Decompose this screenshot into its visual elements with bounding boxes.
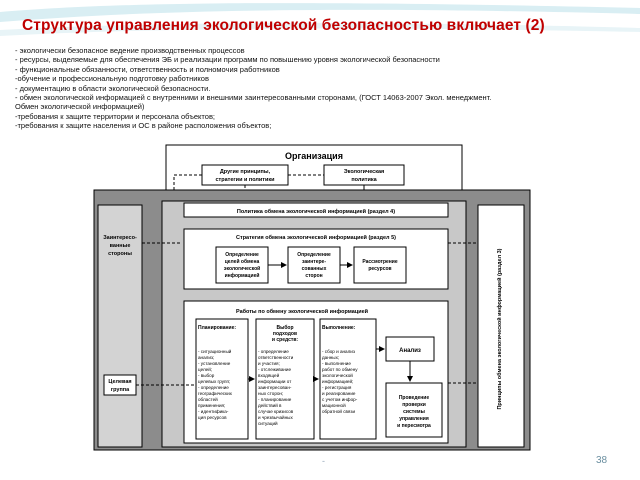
planning-item: - определение [198, 385, 229, 390]
planning-item: географических [198, 391, 233, 396]
organization-label: Организация [285, 151, 343, 161]
execution-item: - выполнение [322, 361, 351, 366]
stakeholders-column [97, 204, 143, 448]
approach-title: Выбор [276, 324, 293, 331]
execution-item: с учетом инфор- [322, 397, 358, 402]
stakeholders-line: ванные [110, 243, 131, 249]
execution-item: обратной связи [322, 408, 356, 414]
approach-item: заинтересован- [258, 385, 292, 390]
stakeholders-line: Заинтересо- [103, 235, 137, 241]
eco-policy-line: политика [351, 177, 377, 183]
planning-title: Планирование: [198, 325, 236, 331]
approach-column [255, 318, 315, 440]
execution-item: - сбор и анализ [322, 349, 355, 354]
planning-item: целевых групп; [198, 379, 230, 384]
strategy-item-resources [353, 246, 407, 284]
execution-item: мационной [322, 402, 346, 408]
execution-item: экологической [322, 372, 353, 378]
bullet-list: - экологически безопасное ведение произв… [15, 46, 635, 131]
execution-item: информацией; [322, 378, 353, 384]
strategy-item-line: Рассмотрение [362, 259, 398, 265]
bullet-item: -требования к защите территории и персон… [15, 111, 216, 121]
approach-item: - определение [258, 349, 289, 354]
approach-item: - отслеживание [258, 367, 291, 372]
planning-item: применения; [198, 403, 225, 408]
strategy-item-line: Определение [225, 252, 259, 258]
page-number: 38 [596, 455, 608, 466]
planning-item: - ситуационный [198, 348, 232, 354]
review-line: управления [399, 416, 429, 422]
planning-item: целей; [198, 366, 212, 372]
approach-item: и участия; [258, 361, 280, 366]
bullet-item: -требования к защите населения и ОС в ра… [15, 121, 272, 131]
approach-item: действий в [258, 402, 282, 408]
work-label: Работы по обмену экологической информаци… [236, 308, 368, 315]
stakeholders-line: стороны [108, 251, 132, 257]
planning-item: - идентифика- [198, 409, 229, 414]
eco-policy-line: Экологическая [344, 169, 385, 175]
planning-item: - установление [198, 361, 231, 366]
policy-row [183, 202, 449, 218]
bullet-item: - функциональные обязанности, ответствен… [15, 64, 280, 74]
bullet-item: Обмен экологической информацией) [15, 102, 145, 112]
approach-item: - планирование [258, 397, 292, 402]
strategy-item-line: экологической [224, 265, 260, 272]
bullet-item: - документацию в области экологической б… [15, 83, 211, 93]
connector-dashed [173, 174, 202, 190]
bullet-item: - обмен экологической информацией с внут… [15, 93, 492, 103]
planning-item: анализ; [198, 355, 214, 360]
review-box [385, 382, 443, 438]
execution-item: и реагирование [322, 391, 356, 396]
review-line: проверки [402, 402, 426, 408]
bullet-item: -обучение и профессиональную подготовку … [15, 74, 209, 84]
principles-vertical-label: Принципы обмена экологической информацие… [496, 248, 503, 409]
execution-column [319, 318, 377, 440]
execution-item: данных; [322, 355, 339, 360]
approach-item: информации от [258, 379, 292, 384]
strategy-item-line: заинтере- [302, 259, 326, 265]
strategy-item-line: ресурсов [368, 266, 391, 272]
approach-item: ответственности [258, 355, 294, 360]
other-principles-line: Другие принципы, [220, 169, 271, 175]
policy-label: Политика обмена экологической информацие… [237, 208, 395, 215]
target-group-line: Целевая [108, 379, 131, 385]
review-line: и пересмотра [397, 423, 431, 429]
execution-item: - регистрация [322, 385, 352, 390]
eco-info-exchange-diagram: Организация Другие принципы, стратегии и… [93, 144, 531, 451]
other-principles-line: стратегии и политики [215, 177, 274, 183]
analysis-box [385, 336, 435, 362]
approach-item: случае кризисов [258, 409, 294, 414]
approach-item: ситуаций [258, 420, 278, 426]
strategy-label: Стратегия обмена экологической информаци… [236, 234, 396, 241]
execution-item: работ по обмену [322, 367, 358, 372]
approach-item: ных сторон; [258, 391, 283, 396]
bullet-item: - ресурсы, выделяемые для обеспечения ЭБ… [15, 55, 440, 65]
approach-item: и чрезвычайных [258, 414, 293, 420]
planning-item: областей [198, 396, 218, 402]
approach-title: подходов [273, 331, 297, 337]
title-swoosh-decoration [0, 3, 640, 36]
planning-item: ция ресурсов [198, 415, 227, 420]
planning-column [195, 318, 249, 440]
review-line: системы [403, 409, 425, 415]
bullet-item: - экологически безопасное ведение произв… [15, 46, 245, 55]
footer-mark: - [322, 456, 325, 466]
approach-item: входящей [258, 372, 280, 378]
execution-title: Выполнение: [322, 325, 356, 331]
slide-title: Структура управления экологической безоп… [22, 17, 545, 34]
strategy-item-stakeholders [287, 246, 341, 284]
strategy-item-line: сованных [302, 266, 327, 272]
strategy-item-line: целей обмена [225, 258, 260, 265]
analysis-label: Анализ [399, 348, 421, 354]
target-group-line: группа [111, 387, 130, 393]
principles-column [477, 204, 525, 448]
strategy-item-line: информацией [225, 272, 260, 279]
approach-title: и средств: [272, 337, 298, 343]
strategy-item-line: сторон [305, 273, 322, 279]
strategy-item-line: Определение [297, 252, 331, 258]
planning-item: - выбор [198, 373, 215, 378]
strategy-item-goals [215, 246, 269, 284]
review-line: Проведение [399, 395, 430, 401]
